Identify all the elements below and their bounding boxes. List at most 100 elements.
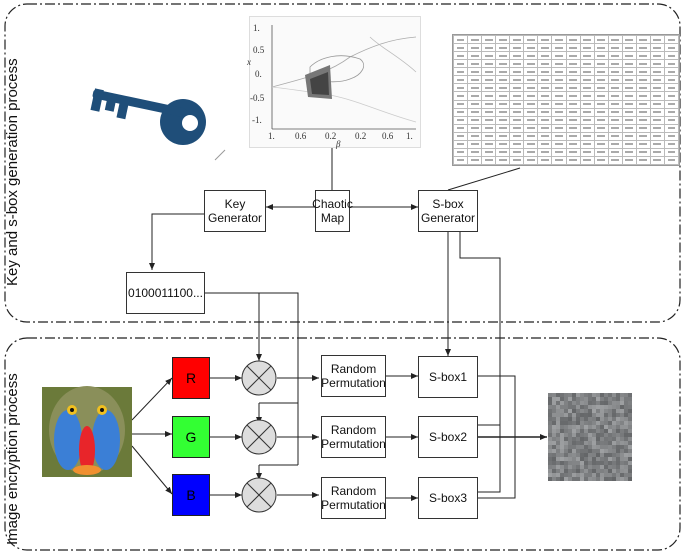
sbox-cell xyxy=(565,75,581,85)
sbox-cell xyxy=(467,99,483,109)
sbox-cell xyxy=(565,51,581,61)
sbox-cell xyxy=(453,59,469,69)
sbox-cell xyxy=(635,91,651,101)
xtick: 0.6 xyxy=(295,131,307,141)
binary-key-box: 0100011100... xyxy=(126,272,205,314)
sbox-cell xyxy=(649,99,665,109)
sbox-cell xyxy=(453,115,469,125)
sbox-cell xyxy=(467,91,483,101)
sbox-cell xyxy=(495,83,511,93)
sbox-cell xyxy=(607,147,623,157)
sbox-cell xyxy=(551,67,567,77)
sbox-cell xyxy=(565,147,581,157)
sbox-cell xyxy=(481,51,497,61)
ytick: -0.5 xyxy=(250,93,265,103)
sbox-cell xyxy=(495,43,511,53)
sbox-cell xyxy=(663,99,679,109)
sbox-cell xyxy=(635,35,651,45)
sbox-cell xyxy=(635,43,651,53)
sbox-cell xyxy=(551,139,567,149)
sbox-cell xyxy=(509,75,525,85)
sbox-cell xyxy=(579,99,595,109)
sbox-cell xyxy=(551,123,567,133)
sbox-cell xyxy=(579,59,595,69)
sbox1-box: S-box1 xyxy=(418,356,478,398)
xtick: 1. xyxy=(268,131,275,141)
sbox-cell xyxy=(635,51,651,61)
sbox-cell xyxy=(495,51,511,61)
sbox-cell xyxy=(551,99,567,109)
sbox-cell xyxy=(551,115,567,125)
sbox-cell xyxy=(663,131,679,141)
plot-ylabel: x xyxy=(247,57,251,67)
encrypted-image xyxy=(548,393,632,481)
sbox-cell xyxy=(537,91,553,101)
sbox-cell xyxy=(621,59,637,69)
sbox-cell xyxy=(509,107,525,117)
sbox-cell xyxy=(579,83,595,93)
sbox-cell xyxy=(453,75,469,85)
key-generation-panel-label: Key and s-box generation process xyxy=(4,58,21,286)
sbox-cell xyxy=(481,99,497,109)
sbox-cell xyxy=(523,51,539,61)
sbox-cell xyxy=(593,147,609,157)
bifurcation-plot: 1. 0.5 0. -0.5 -1. x 1. 0.6 0.2 0.2 0.6 … xyxy=(247,16,421,149)
sbox-cell xyxy=(607,35,623,45)
sbox-table-image xyxy=(452,34,680,166)
sbox-cell xyxy=(579,147,595,157)
sbox-cell xyxy=(607,99,623,109)
sbox-cell xyxy=(509,123,525,133)
sbox-cell xyxy=(453,35,469,45)
sbox-cell xyxy=(551,59,567,69)
sbox-cell xyxy=(509,51,525,61)
sbox-cell xyxy=(607,139,623,149)
sbox-cell xyxy=(523,59,539,69)
sbox-cell xyxy=(453,147,469,157)
xor-icon xyxy=(241,477,277,513)
sbox-cell xyxy=(663,43,679,53)
sbox-cell xyxy=(523,35,539,45)
ytick: -1. xyxy=(252,115,262,125)
sbox-cell xyxy=(635,99,651,109)
sbox-cell xyxy=(649,35,665,45)
plot-xlabel: β xyxy=(336,139,341,149)
sbox-cell xyxy=(537,59,553,69)
xtick: 1. xyxy=(406,131,413,141)
sbox-cell xyxy=(663,35,679,45)
sbox-cell xyxy=(453,91,469,101)
sbox-cell xyxy=(467,107,483,117)
sbox-cell xyxy=(579,91,595,101)
sbox-cell xyxy=(621,155,637,165)
sbox-cell xyxy=(649,155,665,165)
sbox-cell xyxy=(523,83,539,93)
sbox-cell xyxy=(523,91,539,101)
sbox-cell xyxy=(607,155,623,165)
sbox-cell xyxy=(649,83,665,93)
sbox-cell xyxy=(481,123,497,133)
sbox-cell xyxy=(453,123,469,133)
sbox-cell xyxy=(453,51,469,61)
sbox-cell xyxy=(649,43,665,53)
sbox-cell xyxy=(495,59,511,69)
sbox-cell xyxy=(495,35,511,45)
sbox-cell xyxy=(621,123,637,133)
sbox-cell xyxy=(551,91,567,101)
sbox-cell xyxy=(467,115,483,125)
sbox-cell xyxy=(495,67,511,77)
sbox-cell xyxy=(621,115,637,125)
sbox-cell xyxy=(593,99,609,109)
sbox-cell xyxy=(607,75,623,85)
sbox-cell xyxy=(565,67,581,77)
sbox-cell xyxy=(509,67,525,77)
sbox-cell xyxy=(551,51,567,61)
sbox-cell xyxy=(663,115,679,125)
sbox-cell xyxy=(551,155,567,165)
sbox-cell xyxy=(579,139,595,149)
sbox-cell xyxy=(523,99,539,109)
sbox-cell xyxy=(635,83,651,93)
sbox-cell xyxy=(649,123,665,133)
sbox-cell xyxy=(537,115,553,125)
sbox-cell xyxy=(523,43,539,53)
sbox-cell xyxy=(481,131,497,141)
